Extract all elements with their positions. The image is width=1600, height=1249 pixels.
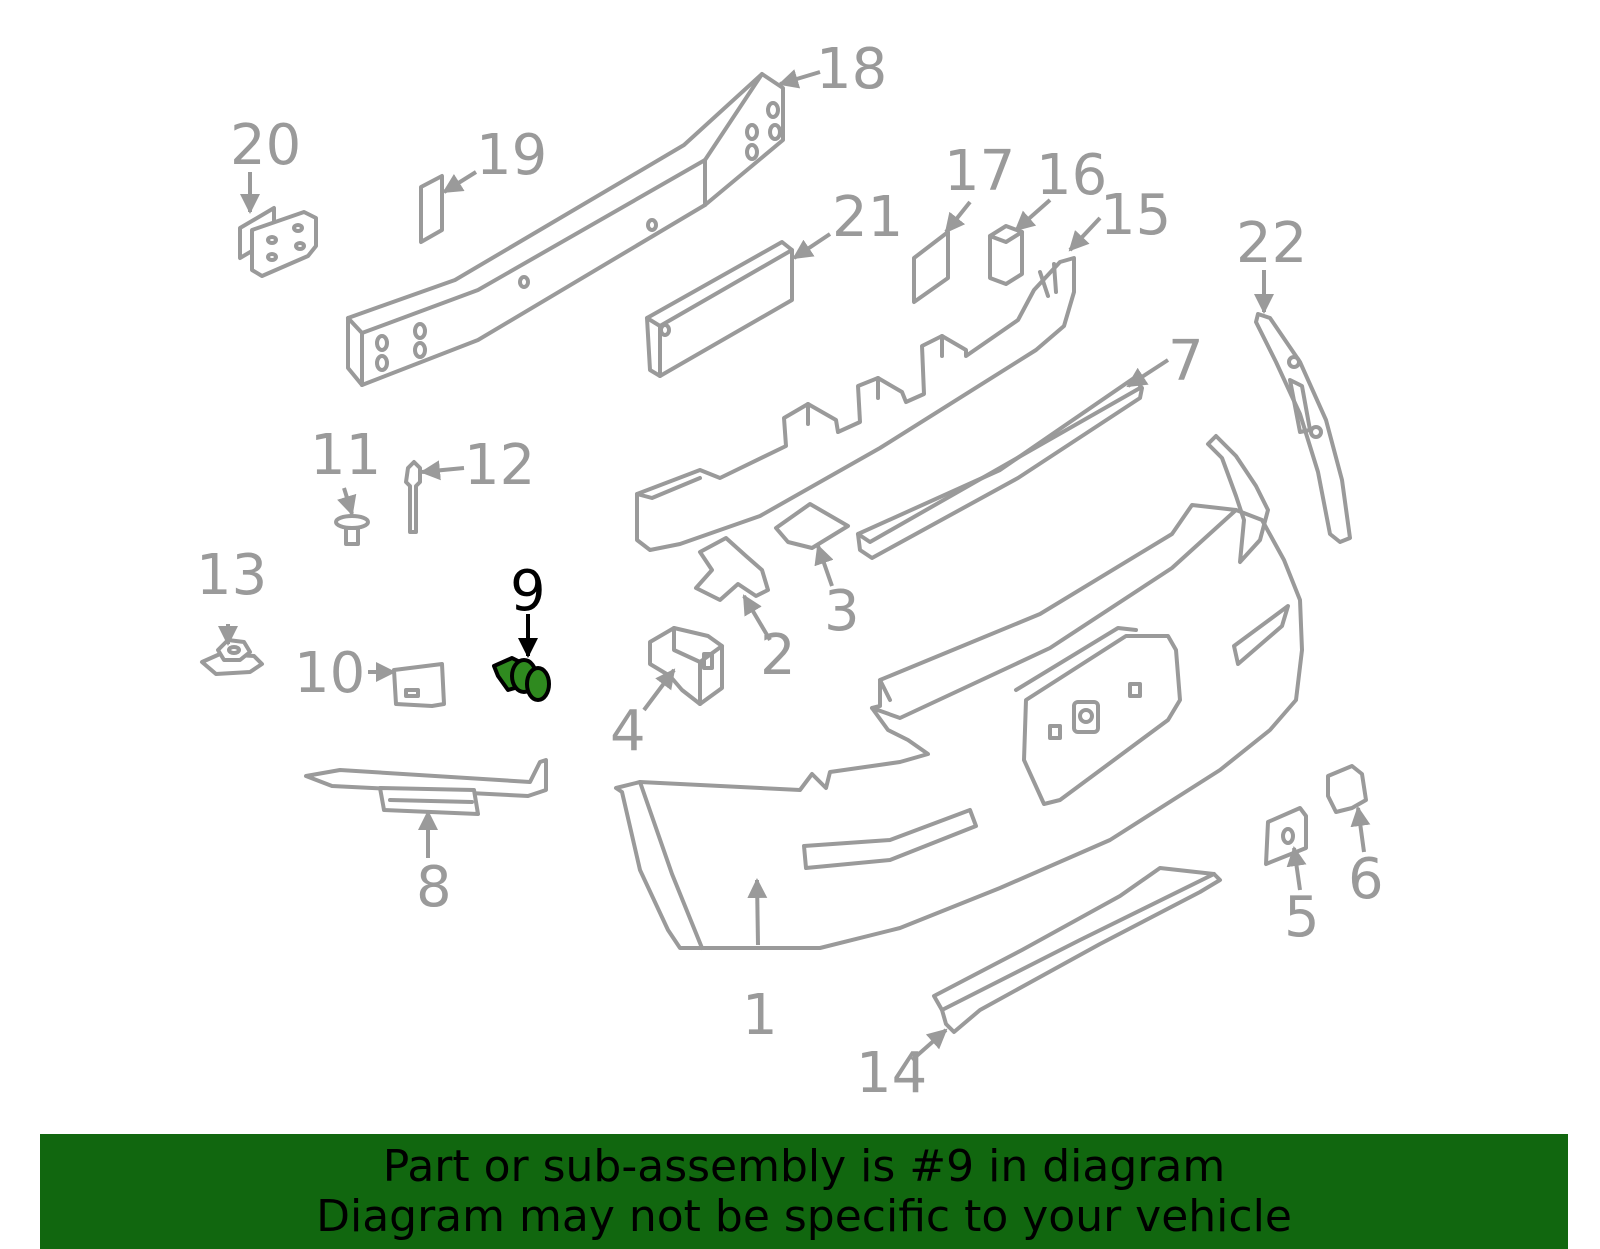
callout-labels: 1 2 3 4 5 6 7 8 9 10 11 12 13 14 15 16 1… [196,37,1384,1106]
part-14-valance [932,866,1222,1034]
callout-15: 15 [1100,183,1171,248]
part-12-pin [404,460,422,534]
callout-22: 22 [1236,211,1307,276]
callout-17: 17 [944,139,1015,204]
part-19-pad [419,174,444,244]
callout-18: 18 [816,37,887,102]
callout-8: 8 [416,855,452,920]
callout-3: 3 [824,579,860,644]
part-10-clip [392,662,446,708]
part-18-reinforcement-beam [346,72,785,387]
callout-1: 1 [742,983,778,1048]
part-15-energy-absorber [635,256,1076,552]
part-20-bracket [238,206,318,278]
part-13-nut [200,638,264,676]
callout-20: 20 [230,113,301,178]
callout-4: 4 [610,699,646,764]
part-3-bracket [774,502,850,550]
part-4-guide [648,626,724,706]
callout-16: 16 [1036,143,1107,208]
part-5-bracket [1264,806,1308,866]
callout-12: 12 [464,433,535,498]
part-9-highlighted-fastener [492,656,551,702]
leader-lines [218,69,1371,1062]
part-11-push-clip [334,514,370,546]
part-1-bumper-cover [614,434,1304,950]
part-16-block [988,224,1024,286]
part-21-absorber [645,240,794,378]
part-22-side-bracket [1254,312,1352,544]
callout-21: 21 [832,185,903,250]
callout-14: 14 [856,1041,927,1106]
callout-19: 19 [476,123,547,188]
part-6-cap [1326,764,1368,814]
info-banner: Part or sub-assembly is #9 in diagram Di… [40,1134,1568,1249]
callout-2: 2 [760,623,796,688]
callout-13: 13 [196,543,267,608]
callout-6: 6 [1348,847,1384,912]
callout-11: 11 [310,423,381,488]
banner-line-1: Part or sub-assembly is #9 in diagram [382,1141,1226,1192]
part-7-strip [856,376,1144,560]
part-8-lower-bracket [304,758,548,816]
callout-9: 9 [510,559,546,624]
callout-5: 5 [1284,885,1320,950]
part-17-plate [912,230,950,304]
part-2-bracket [694,536,770,602]
callout-7: 7 [1168,329,1204,394]
banner-line-2: Diagram may not be specific to your vehi… [316,1191,1292,1242]
callout-10: 10 [294,641,365,706]
